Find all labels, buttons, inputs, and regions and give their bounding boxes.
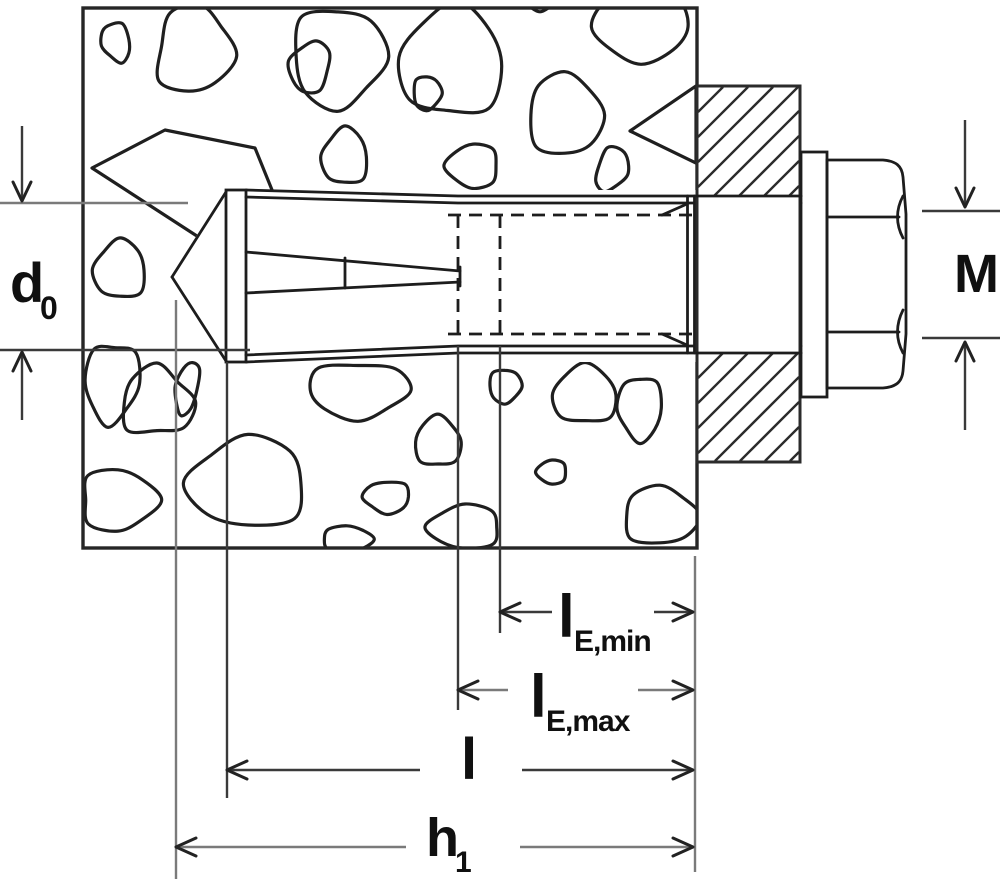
hatch-line [763,160,800,197]
drill-cone-lower-edge [170,275,228,363]
hatch-line [788,185,800,197]
hatch-line [697,352,749,404]
hatch-lower [697,352,800,462]
hatch-line [714,376,800,462]
aggregate-blob [155,9,239,93]
hex-head-outline [825,158,908,390]
aggregate-blob [360,480,411,517]
dim-d0: d 0 [0,126,250,420]
hatch-line [713,110,800,197]
d0-arrow-up [11,350,33,373]
le-min-arrow-right [671,601,695,623]
aggregate-blob [308,363,413,423]
hatch-line [697,86,774,163]
aggregate-blob [533,458,568,486]
h1-arrow-right [671,836,695,858]
anchor-sleeve [224,188,803,364]
aggregate-blob [322,524,376,547]
drill-cone-upper-edge [170,190,228,279]
dim-l: l [225,362,695,798]
drill-hole [170,190,696,363]
aggregate-blob [90,236,146,299]
dim-lE-min: l E,min [498,346,695,658]
l-arrow-right [671,759,695,781]
l-arrow-left [225,759,249,781]
m-label: M [954,244,998,304]
aggregate-blob [529,70,607,155]
aggregate-blob [488,368,524,406]
sleeve-mouth [660,194,696,355]
aggregate-blob [99,21,132,65]
hatch-upper [697,86,800,197]
aggregate-blob [412,75,444,113]
washer [799,150,829,399]
aggregate-blob [84,468,164,533]
le-min-arrow-left [498,601,522,623]
aggregate-blob [615,377,663,446]
aggregate-blob [181,432,304,527]
aggregate-blob [624,483,696,545]
dim-lE-max: l E,max [456,346,695,738]
aggregate-blob [319,124,369,185]
le-max-label: l E,max [530,663,631,738]
aggregate-blob [286,39,332,95]
hatch-line [764,426,800,462]
hatch-line [738,135,800,197]
dim-M: M [922,120,1000,430]
d0-arrow-down [11,180,33,203]
aggregate-blob [550,360,618,423]
dim-h1: h 1 [174,300,695,879]
le-max-arrow-right [671,679,695,701]
l-label: l [461,727,476,792]
fixture-plate [695,84,803,464]
hatch-line [697,86,799,188]
hatch-line [697,352,774,429]
h1-label: h 1 [426,808,471,879]
hatch-line [697,86,724,113]
anchor-collar [224,188,248,364]
aggregate-blob [294,9,391,113]
hatch-line [697,86,749,138]
aggregate-blob [121,361,198,435]
aggregate-blob [442,142,498,191]
aggregate-blob [589,9,690,66]
aggregate-blob [413,412,463,466]
d0-label: d 0 [10,251,57,326]
h1-arrow-left [174,836,198,858]
hatch-line [739,401,800,462]
m-arrow-up [954,340,976,363]
le-min-label: l E,min [558,583,651,658]
hex-bolt-head [825,158,908,390]
expansion-wedge [244,250,462,295]
m-arrow-down [954,186,976,209]
le-max-arrow-left [456,679,480,701]
aggregate-shard [628,84,696,165]
hatch-line [789,451,800,462]
aggregate-blob [594,144,631,194]
aggregate-blob [396,9,504,115]
hatch-line [697,352,799,454]
hatch-line [697,352,724,379]
